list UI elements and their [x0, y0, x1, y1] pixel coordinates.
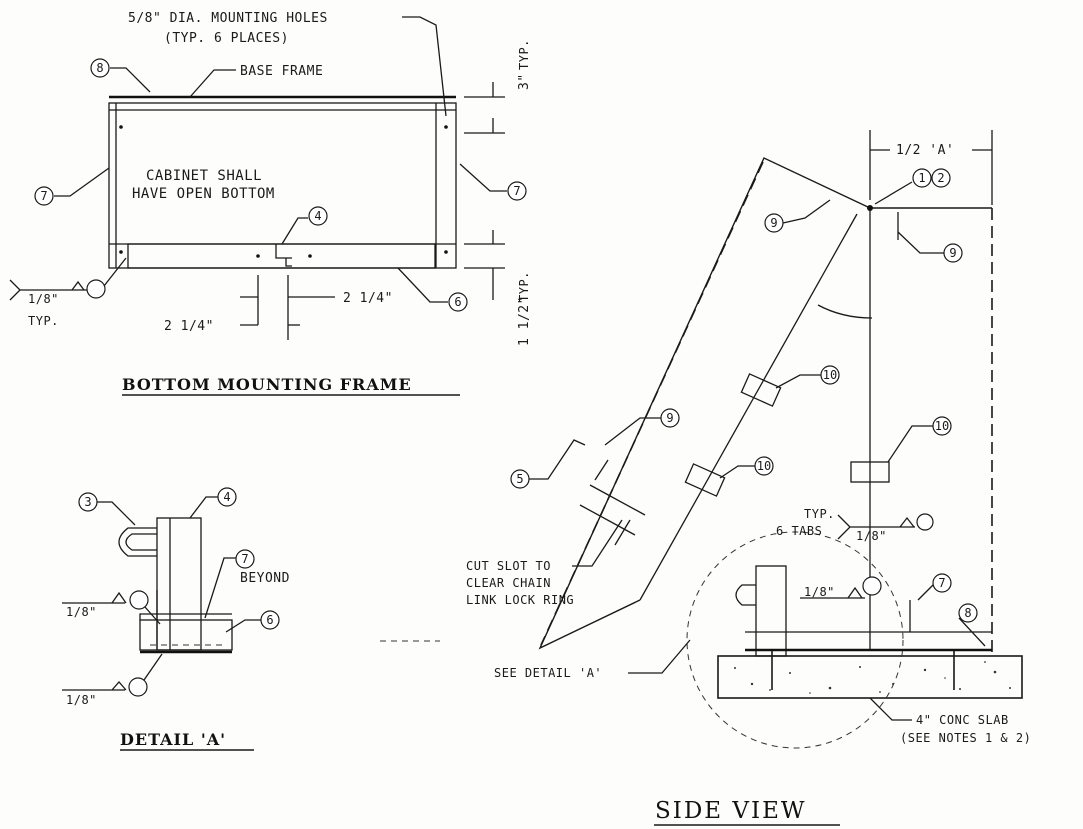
beyond-label: BEYOND — [240, 571, 290, 586]
tab-10c — [850, 461, 890, 483]
dim-left-label: 2 1/4" — [164, 319, 214, 334]
cut-slot-line1: CUT SLOT TO — [466, 559, 551, 573]
detail-a-circle — [686, 531, 904, 749]
svg-text:7: 7 — [40, 189, 47, 203]
svg-text:9: 9 — [949, 246, 956, 260]
tab-10b — [684, 463, 726, 497]
side-view-title: SIDE VIEW — [655, 798, 807, 824]
mounting-hole — [256, 254, 260, 258]
slab-line2: (SEE NOTES 1 & 2) — [900, 731, 1031, 745]
weld-label: 1/8" — [28, 292, 59, 306]
cut-slot-line3: LINK LOCK RING — [466, 593, 574, 607]
cut-slot — [579, 459, 646, 546]
svg-text:7: 7 — [513, 184, 520, 198]
dim-side-typ: TYP. — [517, 271, 531, 302]
callout-7 — [932, 573, 952, 593]
svg-text:6: 6 — [454, 295, 461, 309]
tabs-label: 6 TABS — [776, 524, 822, 538]
callout-4 — [308, 206, 328, 226]
cut-slot-line2: CLEAR CHAIN — [466, 576, 551, 590]
svg-text:9: 9 — [666, 411, 673, 425]
svg-text:6: 6 — [266, 613, 273, 627]
slab-speckle — [734, 661, 1011, 694]
cabinet-note-line2: HAVE OPEN BOTTOM — [132, 186, 275, 202]
slab-line1: 4" CONC SLAB — [916, 713, 1009, 727]
mounting-hole — [119, 250, 123, 254]
tab-10a — [740, 373, 782, 407]
weld-base-label: 1/8" — [804, 585, 835, 599]
svg-text:5: 5 — [516, 472, 523, 486]
svg-text:7: 7 — [241, 552, 248, 566]
concrete-slab — [717, 655, 1023, 699]
callout-2 — [931, 168, 951, 188]
mounting-hole — [444, 125, 448, 129]
callout-7-right — [507, 181, 527, 201]
detail-a-title: DETAIL 'A' — [120, 730, 226, 749]
svg-text:3: 3 — [84, 495, 91, 509]
lock-ring-3 — [118, 527, 157, 557]
svg-text:2: 2 — [937, 171, 944, 185]
dim-top-label: 3" — [517, 73, 532, 90]
base-plate — [139, 619, 233, 651]
callout-8 — [958, 603, 978, 623]
bracket-4 — [275, 244, 292, 267]
svg-text:1: 1 — [918, 171, 925, 185]
dim-right-label: 2 1/4" — [343, 291, 393, 306]
callout-3 — [78, 492, 98, 512]
svg-text:7: 7 — [938, 576, 945, 590]
mounting-holes-typ: (TYP. 6 PLACES) — [164, 31, 289, 46]
mounting-hole — [119, 125, 123, 129]
mounting-hole — [444, 250, 448, 254]
base-frame-label: BASE FRAME — [240, 64, 323, 79]
door-inner — [639, 213, 858, 601]
bottom-frame-title: BOTTOM MOUNTING FRAME — [122, 375, 412, 394]
mounting-hole — [308, 254, 312, 258]
svg-text:8: 8 — [964, 606, 971, 620]
svg-text:10: 10 — [935, 419, 949, 433]
leader-base-frame — [189, 69, 236, 98]
dim-half-a: 1/2 'A' — [896, 143, 954, 158]
callout-7 — [235, 549, 255, 569]
cabinet-note-line1: CABINET SHALL — [146, 168, 262, 184]
weld-1-label: 1/8" — [66, 605, 97, 619]
svg-text:10: 10 — [823, 368, 837, 382]
leader-mounting-holes — [402, 16, 447, 117]
detail-a: 3 4 7 BEYOND 6 1/8" 1/8" DETAIL 'A' — [62, 487, 440, 751]
bottom-channel — [127, 243, 436, 269]
svg-text:4: 4 — [223, 490, 230, 504]
callout-1 — [912, 168, 932, 188]
door-edge — [540, 161, 764, 646]
svg-text:10: 10 — [757, 459, 771, 473]
callout-6 — [448, 292, 468, 312]
post-4 — [156, 517, 202, 651]
hinge — [867, 205, 873, 211]
weld-symbol — [9, 279, 88, 301]
mounting-holes-label: 5/8" DIA. MOUNTING HOLES — [128, 11, 328, 26]
typ-label: TYP. — [804, 507, 835, 521]
svg-text:4: 4 — [314, 209, 321, 223]
side-view: 1/2 'A' 1 2 9 9 9 10 10 10 5 7 8 — [466, 130, 1031, 826]
callout-7-left — [34, 186, 54, 206]
svg-text:9: 9 — [770, 216, 777, 230]
weld-tabs-label: 1/8" — [856, 529, 887, 543]
callout-4 — [217, 487, 237, 507]
weld-2-label: 1/8" — [66, 693, 97, 707]
open-door — [538, 157, 871, 650]
svg-text:8: 8 — [96, 61, 103, 75]
weld-typ: TYP. — [28, 314, 59, 328]
bottom-mounting-frame: 3" TYP. 1 1/2" TYP. 2 1/4" 2 1/4" 5/8" D… — [9, 11, 532, 396]
dim-top-typ: TYP. — [517, 39, 531, 70]
callout-8 — [90, 58, 110, 78]
callout-6 — [260, 610, 280, 630]
see-detail-label: SEE DETAIL 'A' — [494, 666, 602, 680]
dim-side-label: 1 1/2" — [517, 296, 532, 346]
